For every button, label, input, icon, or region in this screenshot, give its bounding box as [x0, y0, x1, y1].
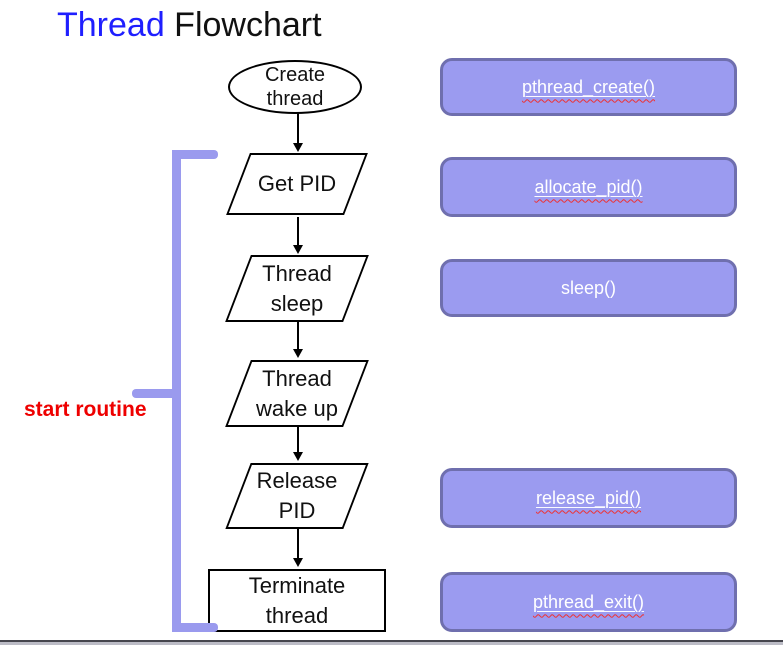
- bracket-middle-tick: [132, 389, 180, 398]
- api-box-pthread-exit: pthread_exit(): [440, 572, 737, 632]
- api-box-release-pid: release_pid(): [440, 468, 737, 528]
- flow-node-thread-sleep: Thread sleep: [224, 255, 370, 322]
- api-box-label: pthread_create(): [521, 76, 656, 97]
- start-routine-label: start routine: [24, 398, 147, 421]
- flow-node-label: Thread wake up: [256, 365, 338, 421]
- title-highlight: Thread: [57, 6, 165, 44]
- api-box-label: allocate_pid(): [534, 176, 643, 197]
- bracket-top-arm: [172, 150, 218, 159]
- title-rest: Flowchart: [164, 6, 322, 44]
- bottom-rule-light: [0, 642, 783, 645]
- flow-node-create-thread: Create thread: [228, 60, 362, 114]
- flow-node-label: Release PID: [256, 468, 338, 523]
- flow-node-label: Thread sleep: [262, 260, 332, 316]
- flow-arrow-2: [293, 217, 303, 254]
- flow-node-release-pid: Release PID: [224, 463, 370, 529]
- flow-node-terminate-thread: Terminate thread: [208, 569, 386, 632]
- flow-node-thread-wake-up: Thread wake up: [224, 360, 370, 427]
- page-title: Thread Flowchart: [57, 6, 322, 45]
- flow-node-label: Get PID: [257, 171, 337, 196]
- flow-node-label: Terminate thread: [248, 572, 346, 628]
- api-box-label: pthread_exit(): [532, 591, 645, 612]
- api-box-pthread-create: pthread_create(): [440, 58, 737, 116]
- flow-arrow-1: [293, 113, 303, 152]
- api-box-sleep: sleep(): [440, 259, 737, 317]
- bracket-bottom-arm: [172, 623, 218, 632]
- api-box-label: sleep(): [560, 277, 617, 298]
- bottom-rule-dark: [0, 640, 783, 642]
- flow-node-label: Create thread: [264, 64, 326, 110]
- flow-arrow-5: [293, 529, 303, 567]
- flow-node-get-pid: Get PID: [224, 153, 370, 215]
- api-box-allocate-pid: allocate_pid(): [440, 157, 737, 217]
- flow-arrow-4: [293, 427, 303, 461]
- flow-arrow-3: [293, 322, 303, 358]
- api-box-label: release_pid(): [535, 487, 642, 508]
